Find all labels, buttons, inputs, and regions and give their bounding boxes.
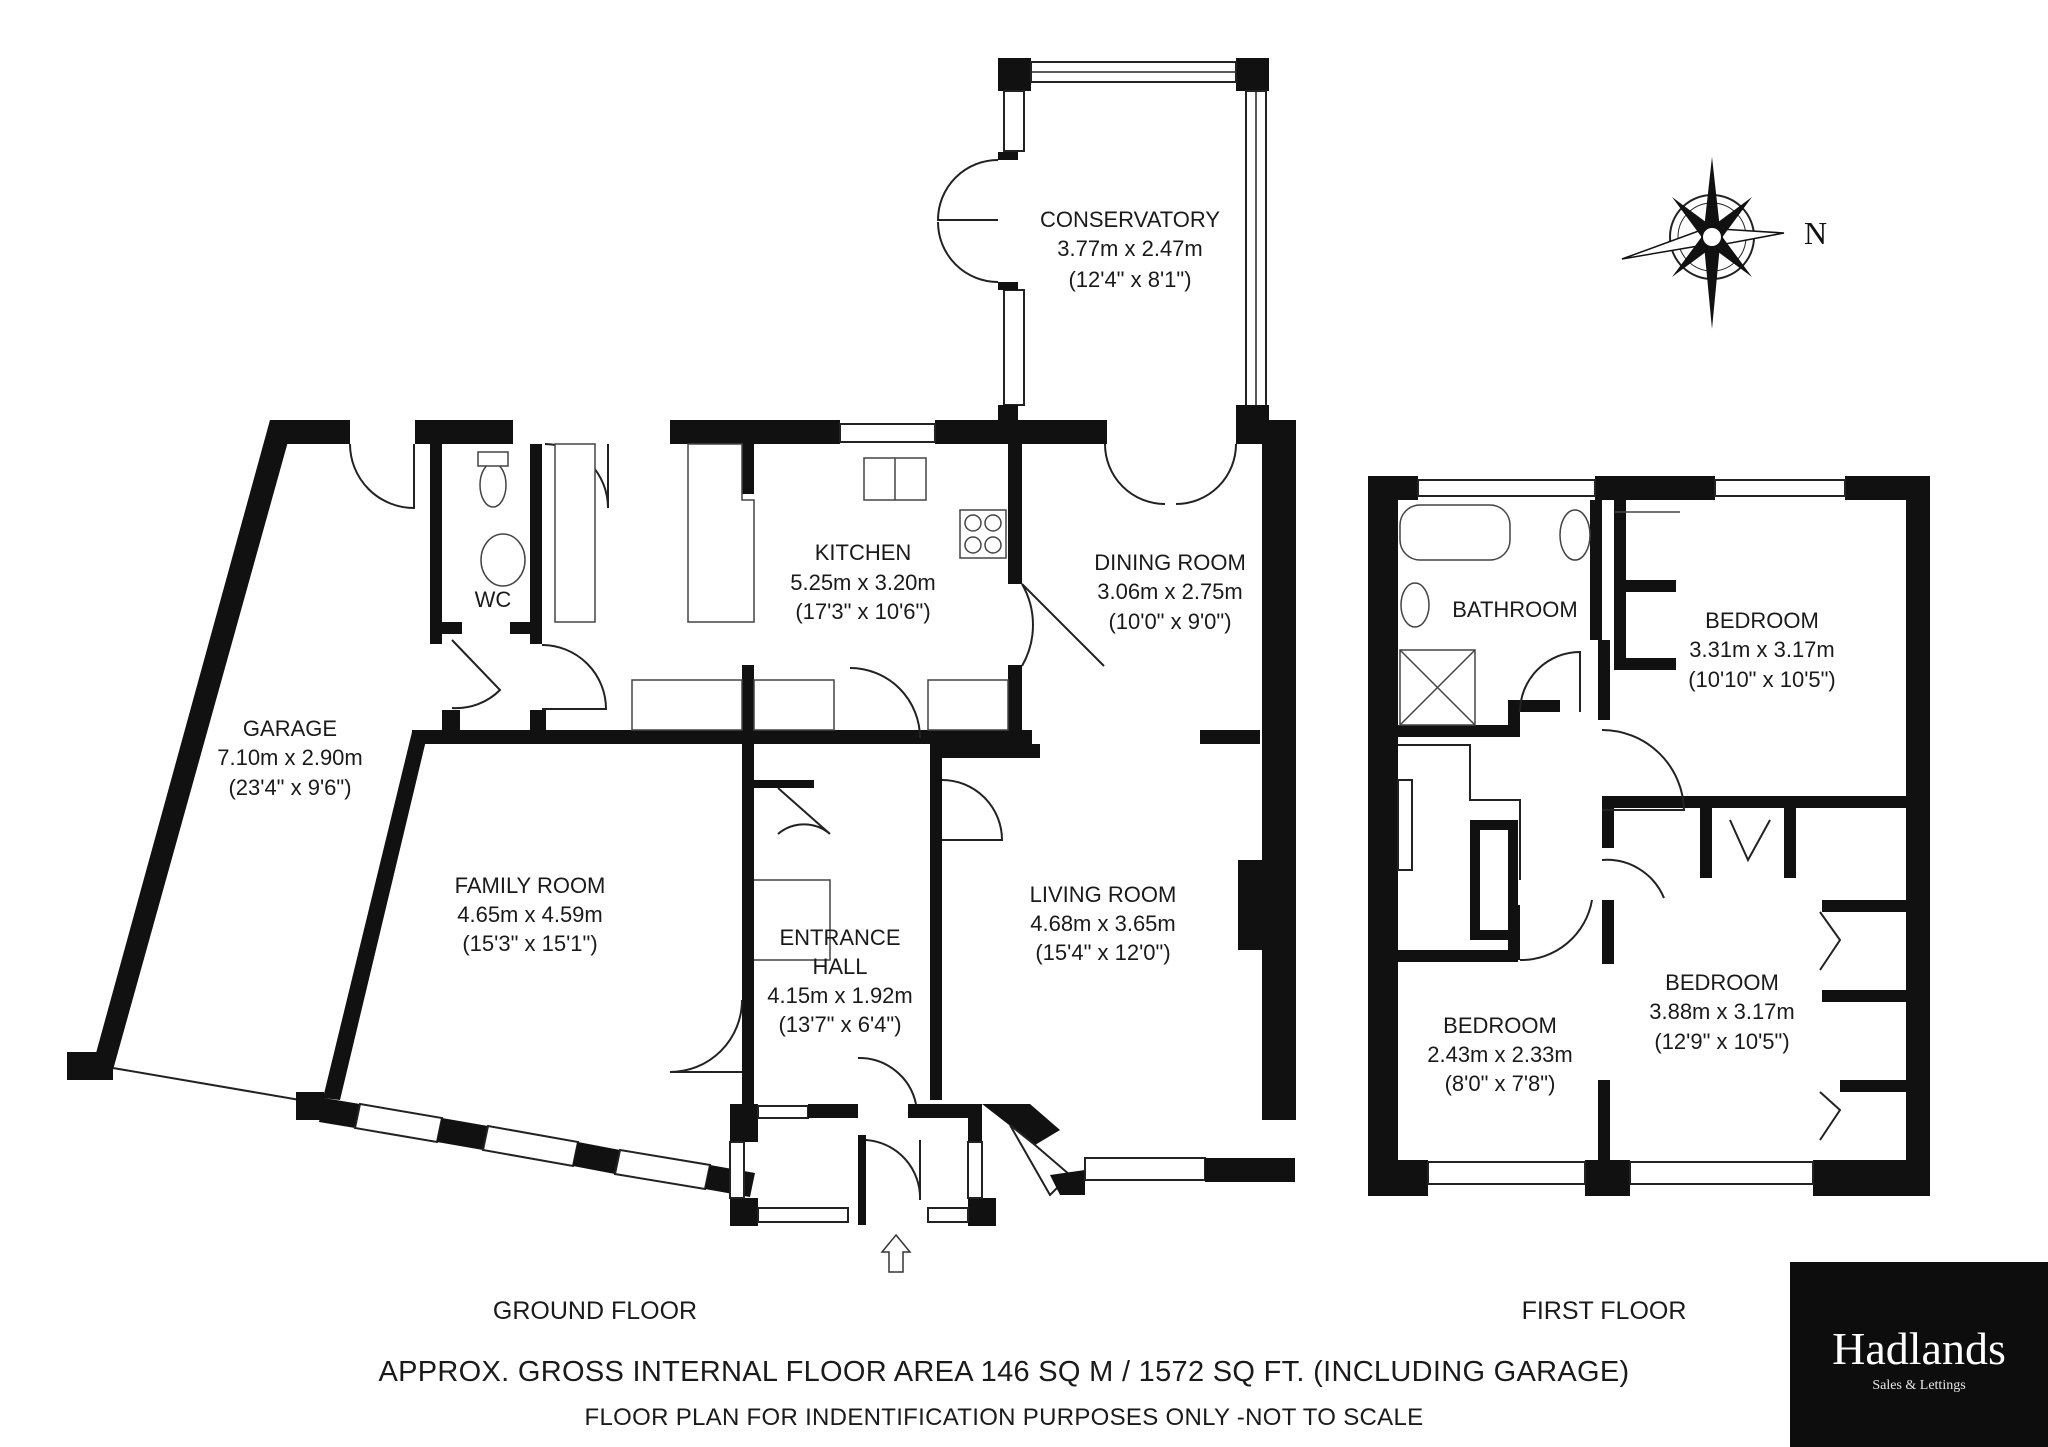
hall-name-1: ENTRANCE bbox=[779, 925, 900, 950]
bedroom3-imperial: (8'0" x 7'8") bbox=[1445, 1071, 1556, 1096]
conservatory-name: CONSERVATORY bbox=[1040, 207, 1220, 232]
bedroom1-metric: 3.31m x 3.17m bbox=[1689, 637, 1835, 662]
hall-imperial: (13'7" x 6'4") bbox=[778, 1012, 901, 1037]
brand-name: Hadlands bbox=[1832, 1323, 2006, 1374]
family-imperial: (15'3" x 15'1") bbox=[462, 931, 597, 956]
kitchen-name: KITCHEN bbox=[815, 540, 912, 565]
dining-imperial: (10'0" x 9'0") bbox=[1108, 609, 1231, 634]
entrance-arrow-icon bbox=[880, 1233, 912, 1273]
hall-metric: 4.15m x 1.92m bbox=[767, 983, 913, 1008]
hall-name-2: HALL bbox=[812, 954, 867, 979]
living-metric: 4.68m x 3.65m bbox=[1030, 911, 1176, 936]
bedroom2-name: BEDROOM bbox=[1665, 970, 1779, 995]
first-floor-walls bbox=[1368, 476, 1930, 1196]
garage-name: GARAGE bbox=[243, 716, 337, 741]
living-name: LIVING ROOM bbox=[1030, 882, 1177, 907]
dining-name: DINING ROOM bbox=[1094, 550, 1246, 575]
brand-logo: Hadlands Sales & Lettings bbox=[1790, 1262, 2048, 1447]
family-name: FAMILY ROOM bbox=[455, 873, 606, 898]
ground-floor-walls bbox=[67, 420, 1296, 1226]
bedroom3-metric: 2.43m x 2.33m bbox=[1427, 1042, 1573, 1067]
first-floor-label: FIRST FLOOR bbox=[1522, 1297, 1687, 1325]
brand-tagline: Sales & Lettings bbox=[1872, 1378, 1966, 1393]
conservatory-metric: 3.77m x 2.47m bbox=[1057, 236, 1203, 261]
room-labels: CONSERVATORY 3.77m x 2.47m (12'4" x 8'1"… bbox=[217, 207, 1836, 1096]
first-floor-doors bbox=[1398, 650, 1842, 1141]
dining-metric: 3.06m x 2.75m bbox=[1097, 579, 1243, 604]
disclaimer: FLOOR PLAN FOR INDENTIFICATION PURPOSES … bbox=[584, 1404, 1424, 1431]
compass-north-label: N bbox=[1804, 215, 1827, 251]
bedroom1-name: BEDROOM bbox=[1705, 608, 1819, 633]
floor-area-note: APPROX. GROSS INTERNAL FLOOR AREA 146 SQ… bbox=[378, 1356, 1630, 1388]
kitchen-imperial: (17'3" x 10'6") bbox=[795, 599, 930, 624]
ground-floor-doors bbox=[349, 443, 1237, 1201]
kitchen-metric: 5.25m x 3.20m bbox=[790, 570, 936, 595]
garage-imperial: (23'4" x 9'6") bbox=[228, 775, 351, 800]
first-floor-fixtures bbox=[1399, 504, 1680, 726]
garage-metric: 7.10m x 2.90m bbox=[217, 745, 363, 770]
bedroom2-metric: 3.88m x 3.17m bbox=[1649, 999, 1795, 1024]
ground-floor-fixtures bbox=[477, 443, 1009, 961]
conservatory-imperial: (12'4" x 8'1") bbox=[1068, 267, 1191, 292]
bathroom-name: BATHROOM bbox=[1452, 597, 1577, 622]
conservatory-walls bbox=[936, 58, 1269, 420]
wc-name: WC bbox=[475, 587, 512, 612]
bedroom3-name: BEDROOM bbox=[1443, 1013, 1557, 1038]
family-metric: 4.65m x 4.59m bbox=[457, 902, 603, 927]
compass-icon bbox=[1621, 157, 1785, 329]
ground-floor-label: GROUND FLOOR bbox=[493, 1297, 697, 1325]
living-imperial: (15'4" x 12'0") bbox=[1035, 940, 1170, 965]
bedroom1-imperial: (10'10" x 10'5") bbox=[1688, 667, 1836, 692]
bedroom2-imperial: (12'9" x 10'5") bbox=[1654, 1029, 1789, 1054]
